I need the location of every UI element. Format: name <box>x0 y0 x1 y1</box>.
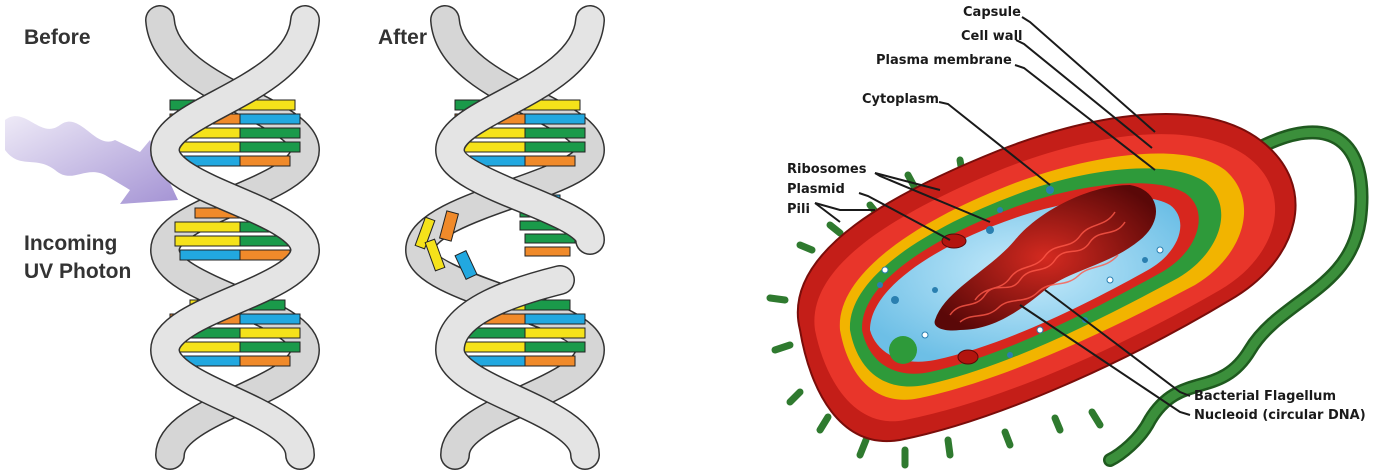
label-cell-wall: Cell wall <box>961 29 1023 44</box>
label-plasmid: Plasmid <box>787 182 845 197</box>
label-nucleoid: Nucleoid (circular DNA) <box>1194 408 1366 423</box>
label-ribosomes: Ribosomes <box>787 162 867 177</box>
label-bacterial-flagellum: Bacterial Flagellum <box>1194 389 1336 404</box>
plasmid <box>942 234 966 248</box>
label-photon-line2: UV Photon <box>24 260 131 283</box>
plasmid-2 <box>958 350 978 364</box>
label-after: After <box>378 26 427 49</box>
label-pili: Pili <box>787 202 810 217</box>
label-before: Before <box>24 26 91 49</box>
dna-panel: Before After Incoming UV Photon <box>5 20 590 455</box>
dna-helix-before <box>160 20 305 455</box>
bacterial-cell-panel: Capsule Cell wall Plasma membrane Cytopl… <box>770 5 1366 465</box>
label-plasma-membrane: Plasma membrane <box>876 53 1012 68</box>
label-photon-line1: Incoming <box>24 232 117 255</box>
dna-helix-after <box>415 20 590 455</box>
label-capsule: Capsule <box>963 5 1021 20</box>
label-cytoplasm: Cytoplasm <box>862 92 939 107</box>
